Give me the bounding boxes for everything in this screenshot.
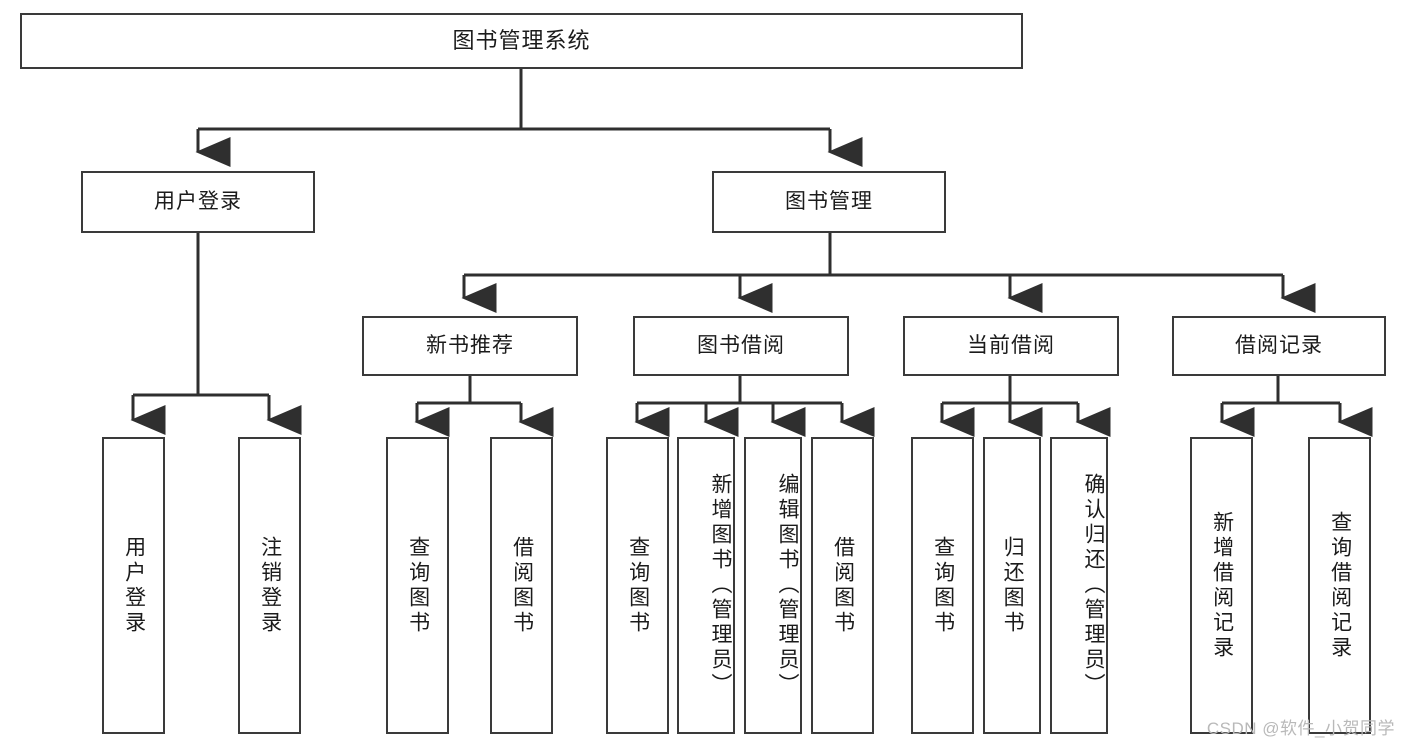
leaf-logout-login[interactable]: 注销登录 xyxy=(238,437,301,734)
node-label: 查询图书 xyxy=(626,535,650,636)
node-label: 图书管理系统 xyxy=(452,27,591,53)
csdn-watermark: CSDN @软件_小贺同学 xyxy=(1206,719,1395,738)
node-label: 图书管理 xyxy=(785,190,873,214)
node-label: 用户登录 xyxy=(122,535,146,636)
leaf-query-book-3[interactable]: 查询图书 xyxy=(911,437,974,734)
node-label: 借阅记录 xyxy=(1235,334,1323,358)
leaf-return-book[interactable]: 归还图书 xyxy=(983,437,1041,734)
node-label: 借阅图书 xyxy=(831,535,855,636)
node-new-book-recommend[interactable]: 新书推荐 xyxy=(362,316,578,376)
node-label: 用户登录 xyxy=(154,190,242,214)
node-current-borrow[interactable]: 当前借阅 xyxy=(903,316,1119,376)
leaf-borrow-book-2[interactable]: 借阅图书 xyxy=(811,437,874,734)
leaf-query-book-2[interactable]: 查询图书 xyxy=(606,437,669,734)
node-label: 图书借阅 xyxy=(697,334,785,358)
node-borrow-record[interactable]: 借阅记录 xyxy=(1172,316,1386,376)
leaf-borrow-book-1[interactable]: 借阅图书 xyxy=(490,437,553,734)
node-label: 查询图书 xyxy=(931,535,955,636)
node-label: 查询借阅记录 xyxy=(1328,510,1352,661)
leaf-query-record[interactable]: 查询借阅记录 xyxy=(1308,437,1371,734)
node-label: 借阅图书 xyxy=(510,535,534,636)
node-label: 编辑图书（管理员） xyxy=(776,473,799,698)
node-book-management[interactable]: 图书管理 xyxy=(712,171,946,233)
node-label: 注销登录 xyxy=(258,535,282,636)
leaf-user-login[interactable]: 用户登录 xyxy=(102,437,165,734)
node-book-management-system[interactable]: 图书管理系统 xyxy=(20,13,1023,69)
leaf-add-record[interactable]: 新增借阅记录 xyxy=(1190,437,1253,734)
leaf-add-book[interactable]: 新增图书（管理员） xyxy=(677,437,735,734)
node-label: 归还图书 xyxy=(1001,535,1025,636)
leaf-edit-book[interactable]: 编辑图书（管理员） xyxy=(744,437,802,734)
node-user-login[interactable]: 用户登录 xyxy=(81,171,315,233)
leaf-confirm-return[interactable]: 确认归还（管理员） xyxy=(1050,437,1108,734)
node-label: 确认归还（管理员） xyxy=(1082,473,1105,698)
node-label: 新增借阅记录 xyxy=(1210,510,1234,661)
node-label: 查询图书 xyxy=(406,535,430,636)
node-label: 新书推荐 xyxy=(426,334,514,358)
node-book-borrow[interactable]: 图书借阅 xyxy=(633,316,849,376)
node-label: 新增图书（管理员） xyxy=(709,473,732,698)
leaf-query-book-1[interactable]: 查询图书 xyxy=(386,437,449,734)
node-label: 当前借阅 xyxy=(967,334,1055,358)
